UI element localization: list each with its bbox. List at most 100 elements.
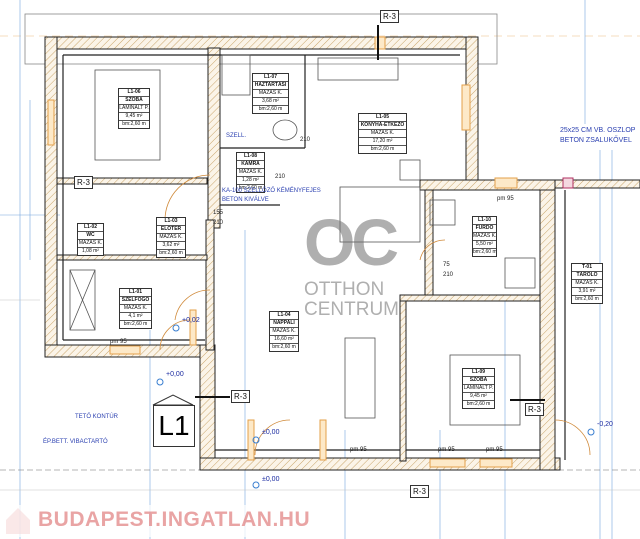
room-code: L1-04 — [270, 312, 298, 320]
room-area: 16,60 m² — [270, 336, 298, 344]
section-tag: R-3 — [410, 485, 429, 498]
level-label: ±0,00 — [262, 429, 280, 436]
room-name: KONYHA-ÉTKEZŐ — [359, 122, 406, 130]
room-area: 9,45 m² — [463, 393, 494, 401]
note-szell: SZELL. — [226, 133, 247, 139]
room-code: T-01 — [572, 264, 602, 272]
level-label: -0,20 — [597, 421, 613, 428]
windows — [47, 36, 518, 468]
room-name: ELŐTÉR — [157, 226, 185, 234]
room-area: 9,45 m² — [119, 113, 149, 121]
room-area: 1,28 m² — [237, 177, 264, 185]
level-label: ±0,00 — [262, 476, 280, 483]
brand-watermark: BUDAPEST.INGATLAN.HU — [38, 508, 311, 531]
room-floor: MÁZAS K. — [237, 169, 264, 177]
room-code: L1-02 — [78, 224, 103, 232]
room-height: bm:2,60 m — [466, 401, 491, 407]
room-code: L1-06 — [119, 89, 149, 97]
level-label: +0,00 — [166, 371, 184, 378]
room-name: TÁROLÓ — [572, 272, 602, 280]
column-icon — [562, 177, 574, 189]
room-code: L1-08 — [237, 153, 264, 161]
room-floor: MÁZAS K. — [572, 280, 602, 288]
room-height: bm:2,60 m — [238, 185, 263, 191]
section-tag: R-3 — [74, 176, 93, 189]
room-floor: LAMINÁLT P. — [463, 385, 494, 393]
dim-label: 155 — [213, 210, 224, 216]
dim-label: pm 95 — [438, 447, 455, 453]
floor-label: L1 — [153, 405, 195, 447]
room-height: bm:2,60 m — [473, 249, 496, 255]
room-name: NAPPALI — [270, 320, 298, 328]
room-code: L1-07 — [253, 74, 288, 82]
room-height: bm:2,60 m — [159, 250, 183, 256]
room-height: bm:2,60 m — [370, 146, 395, 152]
section-tag: R-3 — [231, 390, 250, 403]
room-height: bm:2,60 m — [258, 106, 283, 112]
room-floor: MÁZAS K. — [120, 305, 151, 313]
room-floor: MÁZAS K. — [359, 130, 406, 138]
room-area: 5,50 m² — [473, 241, 496, 249]
room-area: 4,1 m² — [120, 313, 151, 321]
watermark-line2: CENTRUM — [304, 299, 399, 320]
room-floor: MÁZAS K. — [473, 233, 496, 241]
note-ka100-2: BETON KIVÁLVE — [222, 197, 269, 203]
room-name: SZÉLFOGÓ — [120, 297, 151, 305]
room-floor: LAMINÁLT P. — [119, 105, 149, 113]
room-height: bm:2,60 m — [122, 121, 146, 127]
door-swings — [159, 174, 591, 456]
note-column-2: BETON ZSALUKŐVEL — [560, 137, 632, 144]
dim-label: 210 — [443, 272, 454, 278]
room-area: 3,62 m² — [157, 242, 185, 250]
section-tag: R-3 — [380, 10, 399, 23]
dim-label: 75 — [443, 262, 450, 268]
room-height: bm:2,60 m — [272, 344, 296, 350]
room-name: SZOBA — [463, 377, 494, 385]
room-name: KAMRA — [237, 161, 264, 169]
room-floor: MÁZAS K. — [78, 240, 103, 248]
room-code: L1-05 — [359, 114, 406, 122]
note-roof-contour: TETŐ KONTÚR — [75, 414, 118, 420]
room-height: bm:2,60 m — [123, 321, 148, 327]
note-beam: ÉP.BETT. VIBACTARTÓ — [43, 439, 108, 445]
room-area: 1,08 m² — [82, 248, 99, 254]
brand-banner — [0, 505, 290, 537]
dim-label: pm 95 — [486, 447, 503, 453]
room-name: FÜRDŐ — [473, 225, 496, 233]
dim-label: pm 95 — [350, 447, 367, 453]
room-floor: MÁZAS K. — [157, 234, 185, 242]
room-area: 3,91 m² — [572, 288, 602, 296]
room-name: HÁZTARTÁSI — [253, 82, 288, 90]
room-height: bm:2,60 m — [575, 296, 599, 302]
dim-label: 210 — [213, 220, 224, 226]
note-column: 25x25 CM VB. OSZLOP — [560, 127, 636, 134]
room-code: L1-09 — [463, 369, 494, 377]
level-marker-icons — [156, 324, 595, 489]
room-name: SZOBA — [119, 97, 149, 105]
dim-label: 210 — [300, 137, 311, 143]
watermark-logo: OC — [304, 205, 399, 279]
dim-label: pm 95 — [110, 339, 127, 345]
room-code: L1-10 — [473, 217, 496, 225]
watermark-line1: OTTHON — [304, 279, 385, 300]
furniture — [69, 54, 536, 426]
dim-label: pm 95 — [497, 196, 514, 202]
north-arrow-icon — [152, 394, 194, 406]
level-label: +0,02 — [182, 317, 200, 324]
room-floor: MÁZAS K. — [270, 328, 298, 336]
room-floor: MÁZAS K. — [253, 90, 288, 98]
room-area: 17,20 m² — [359, 138, 406, 146]
dim-label: 210 — [275, 174, 286, 180]
